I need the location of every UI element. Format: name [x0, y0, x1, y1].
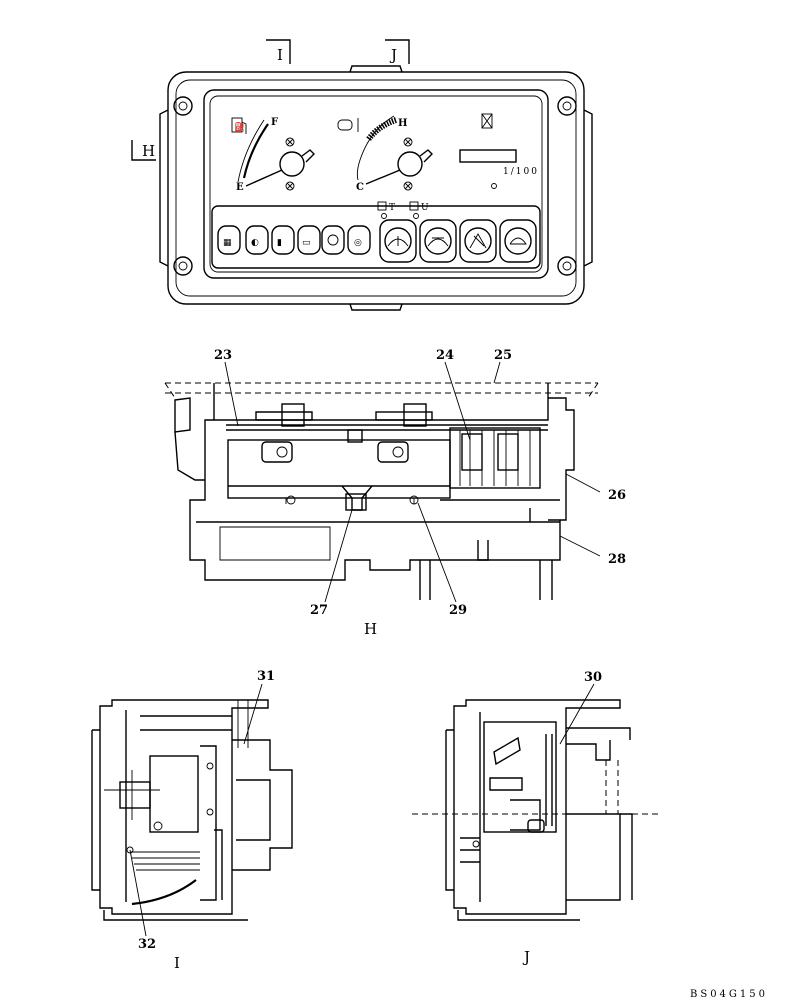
- meter-movement: [149, 755, 199, 833]
- part-27-label: 27: [310, 603, 328, 618]
- leader-lines-h: [224, 361, 601, 603]
- temp-gauge-hot-label: H: [398, 118, 407, 129]
- part-30-label: 30: [584, 670, 602, 685]
- pilot-lamp-4: [297, 225, 321, 255]
- switch-u-label: U: [421, 203, 429, 213]
- coolant-temp-gauge: H C: [337, 115, 433, 193]
- section-marker-j: J: [385, 39, 410, 64]
- oil-pressure-icon: ◐: [251, 238, 259, 248]
- part-24-label: 24: [436, 348, 454, 363]
- switch-t-label: T: [389, 203, 395, 213]
- section-marker-h-label: H: [142, 142, 155, 160]
- washer-switch: [419, 219, 457, 263]
- part-23-label: 23: [214, 348, 232, 363]
- part-29-label: 29: [449, 603, 467, 618]
- part-26-label: 26: [608, 488, 626, 503]
- switch-module: [449, 427, 541, 489]
- fuel-level-icon: ▮: [277, 238, 282, 248]
- section-marker-i-label: I: [277, 46, 283, 64]
- leader-lines-i: [129, 683, 263, 937]
- preheat-icon: ▦: [223, 238, 232, 248]
- pilot-lamp-3: [271, 225, 295, 255]
- drawing-code: BS04G150: [690, 989, 768, 1000]
- switch-strip: T U ▦ ◐ ▮ ▭ ◎: [211, 201, 541, 269]
- pilot-lamp-5: [321, 225, 345, 255]
- swing-lock-switch: [499, 219, 537, 263]
- section-marker-j-label: J: [389, 46, 397, 64]
- part-25-label: 25: [494, 348, 512, 363]
- wiper-switch: [379, 219, 417, 263]
- part-31-label: 31: [257, 669, 275, 684]
- battery-charge-icon: ▭: [302, 238, 311, 248]
- lcd-display: [459, 149, 517, 163]
- view-h-label: H: [364, 620, 377, 638]
- fuel-gauge-empty-label: E: [236, 182, 244, 193]
- warning-lamp: [481, 113, 493, 129]
- section-j-view: [412, 699, 660, 921]
- fuel-gauge-full-label: F: [271, 117, 278, 128]
- switch-body: [483, 721, 557, 833]
- fuel-gauge: F E ⛽: [231, 117, 315, 193]
- bulb-socket: [345, 493, 367, 511]
- pilot-lamp-2: [245, 225, 269, 255]
- section-i-view: [91, 699, 293, 921]
- work-light-switch: [459, 219, 497, 263]
- scale-label: 1/100: [503, 167, 539, 177]
- pilot-lamp-6: [347, 225, 371, 255]
- section-h-view: [164, 382, 599, 600]
- part-32-label: 32: [138, 937, 156, 952]
- part-28-label: 28: [608, 552, 626, 567]
- view-i-label: I: [174, 954, 180, 972]
- monitor-panel-front-view: F E ⛽ H C 1/100: [159, 65, 593, 311]
- view-j-label: J: [522, 948, 530, 966]
- temp-gauge-cold-label: C: [356, 182, 364, 193]
- pilot-lamp-1: [217, 225, 241, 255]
- leader-lines-j: [559, 683, 595, 745]
- air-filter-icon: ◎: [354, 238, 362, 248]
- section-marker-i: I: [266, 39, 291, 64]
- fuel-icon: ⛽: [234, 121, 245, 133]
- section-marker-h: H: [131, 140, 156, 161]
